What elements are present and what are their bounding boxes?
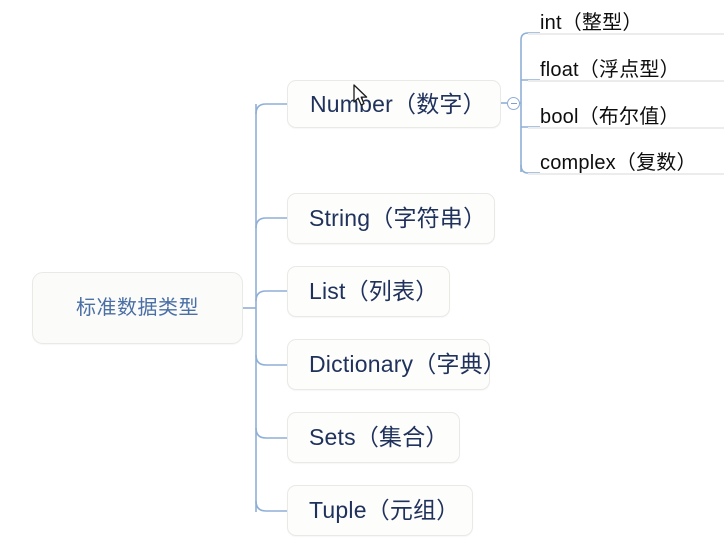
leaf-node-int-label: int（整型） xyxy=(540,12,643,34)
branch-node-string[interactable]: String（字符串） xyxy=(287,193,495,244)
branch-node-number[interactable]: Number（数字） xyxy=(287,80,501,128)
branch-node-tuple-label: Tuple（元组） xyxy=(309,497,460,523)
branch-node-list-label: List（列表） xyxy=(309,278,439,304)
branch-node-number-label: Number（数字） xyxy=(310,90,486,117)
leaf-node-bool-label: bool（布尔值） xyxy=(540,106,680,128)
branch-node-sets-label: Sets（集合） xyxy=(309,424,449,450)
branch-node-dictionary[interactable]: Dictionary（字典） xyxy=(287,339,506,390)
leaf-node-bool[interactable]: bool（布尔值） xyxy=(540,96,724,127)
leaf-node-float-label: float（浮点型） xyxy=(540,59,680,81)
leaf-underline-float xyxy=(528,80,724,82)
leaf-underline-complex xyxy=(528,173,724,175)
leaf-node-int[interactable]: int（整型） xyxy=(540,2,724,33)
root-node-standard-data-types[interactable]: 标准数据类型 xyxy=(32,272,243,344)
leaf-node-complex-label: complex（复数） xyxy=(540,152,697,174)
collapse-toggle-number[interactable] xyxy=(507,97,520,110)
branch-node-dictionary-label: Dictionary（字典） xyxy=(309,351,507,377)
branch-node-list[interactable]: List（列表） xyxy=(287,266,450,317)
leaf-node-complex[interactable]: complex（复数） xyxy=(540,142,724,173)
branch-node-sets[interactable]: Sets（集合） xyxy=(287,412,460,463)
branch-node-tuple[interactable]: Tuple（元组） xyxy=(287,485,473,536)
leaf-underline-int xyxy=(528,33,724,35)
branch-node-string-label: String（字符串） xyxy=(309,205,487,231)
root-node-label: 标准数据类型 xyxy=(76,297,199,319)
leaf-underline-bool xyxy=(528,127,724,129)
leaf-node-float[interactable]: float（浮点型） xyxy=(540,49,724,80)
